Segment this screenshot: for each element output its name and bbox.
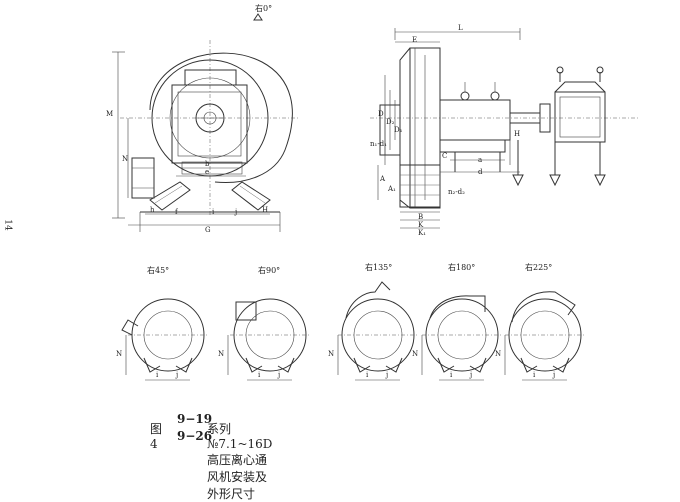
dim-label-D2: D₂ [386, 118, 395, 126]
rotation-view-225 [504, 291, 585, 381]
dim-label-H-side: H [514, 130, 521, 138]
rot225-dim-i: i [533, 371, 536, 379]
front-view [112, 13, 300, 232]
dim-label-h: h [150, 206, 155, 214]
rot225-dim-j: j [553, 371, 556, 379]
drawing-sheet: 14 右0° M N h f G i j H b e E L D D₂ D₁ A… [2, 4, 640, 501]
rot180-dim-i: i [450, 371, 453, 379]
dim-label-N: N [122, 155, 129, 163]
dim-label-i: i [212, 208, 215, 216]
dim-label-D: D [378, 110, 384, 118]
dim-label-f: f [175, 208, 178, 216]
rot45-dim-N: N [116, 350, 123, 358]
rot90-dim-i: i [258, 371, 261, 379]
dim-label-K: K [418, 221, 424, 229]
dim-label-D1: D₁ [394, 126, 403, 134]
rotation-view-90 [227, 298, 310, 381]
rotation-view-180 [421, 295, 502, 381]
rot225-dim-N: N [495, 350, 502, 358]
figure-number: 图4 [150, 422, 163, 451]
rotation-label-90: 右90° [258, 266, 281, 275]
page-number: 14 [2, 219, 13, 231]
dim-label-A1: A₁ [388, 185, 396, 193]
rot90-dim-j: j [278, 371, 281, 379]
dim-label-n1-d1: n₁-d₁ [370, 140, 387, 148]
rot135-dim-i: i [366, 371, 369, 379]
dim-label-E: E [412, 36, 418, 44]
technical-drawing [112, 13, 640, 381]
dim-label-b: b [205, 160, 210, 168]
rot180-dim-N: N [412, 350, 419, 358]
rot45-dim-i: i [156, 371, 159, 379]
dim-label-G: G [205, 226, 211, 234]
dim-label-j: j [235, 208, 238, 216]
dim-label-L: L [458, 24, 463, 32]
rotation-view-135 [337, 281, 418, 381]
rot45-dim-j: j [176, 371, 179, 379]
rotation-label-45: 右45° [147, 266, 170, 275]
caption-title: 系列№7.1~16D高压离心通风机安装及外形尺寸 [207, 422, 273, 501]
dim-label-a: a [478, 156, 483, 164]
dim-label-K1: K₁ [418, 229, 427, 237]
dim-label-e: e [205, 168, 210, 176]
dim-label-B: B [418, 213, 424, 221]
rotation-label-225: 右225° [525, 263, 553, 272]
dim-label-d: d [478, 168, 483, 176]
position-label-0: 右0° [255, 4, 273, 13]
side-view [370, 28, 640, 229]
rotation-label-180: 右180° [448, 263, 476, 272]
dim-label-n2-d2: n₂-d₂ [448, 188, 465, 196]
dim-label-H: H [262, 206, 269, 214]
series-bottom: 9−26 [177, 429, 213, 443]
dim-label-M: M [106, 110, 114, 118]
rot135-dim-N: N [328, 350, 335, 358]
rot180-dim-j: j [470, 371, 473, 379]
series-top: 9−19 [177, 412, 213, 426]
rotation-view-45 [121, 298, 208, 381]
dim-label-A: A [380, 175, 386, 183]
rot135-dim-j: j [386, 371, 389, 379]
dim-label-C: C [442, 152, 448, 160]
rot90-dim-N: N [218, 350, 225, 358]
rotation-label-135: 右135° [365, 263, 393, 272]
